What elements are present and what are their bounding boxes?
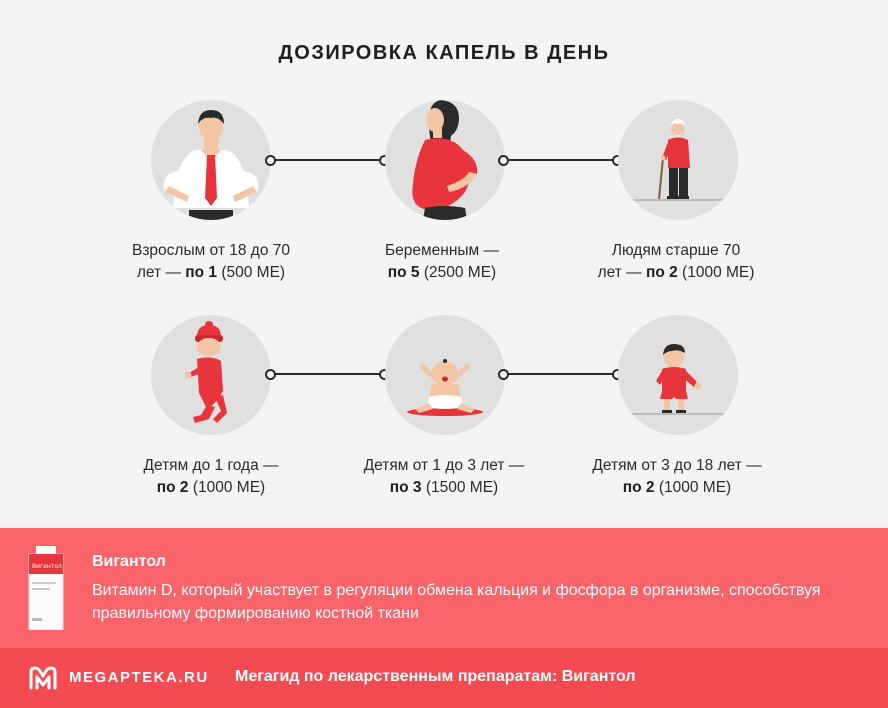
connector-dot: [265, 369, 276, 380]
dose-infant-units: (1000 МЕ): [188, 479, 266, 496]
page-title: ДОЗИРОВКА КАПЕЛЬ В ДЕНЬ: [278, 42, 610, 64]
dose-elderly: Людям старше 70 лет — по 2 (1000 МЕ): [556, 240, 796, 284]
dose-elderly-units: (1000 МЕ): [677, 264, 755, 281]
dose-infant: Детям до 1 года — по 2 (1000 МЕ): [91, 455, 331, 499]
dose-child-units: (1000 МЕ): [654, 479, 732, 496]
dose-toddler-units: (1500 МЕ): [421, 479, 499, 496]
footer-bar: [0, 648, 888, 708]
dose-toddler-amount: по 3: [389, 479, 422, 496]
pregnant-woman-circle: [385, 100, 505, 220]
product-box-label: Вигантол: [32, 563, 62, 570]
dose-child-amount: по 2: [622, 479, 655, 496]
adult-man-icon: [163, 110, 259, 220]
dose-pregnant-units: (2500 МЕ): [419, 264, 497, 281]
elderly-man-circle: [618, 100, 738, 220]
dose-adults-line1: Взрослым от 18 до 70: [131, 242, 291, 259]
child-circle: [618, 315, 738, 435]
dose-elderly-amount: по 2: [645, 264, 678, 281]
dose-elderly-prefix: лет —: [597, 264, 646, 281]
infant-circle: [151, 315, 271, 435]
dose-adults: Взрослым от 18 до 70 лет — по 1 (500 МЕ): [91, 240, 331, 284]
dose-toddler-line1: Детям от 1 до 3 лет —: [363, 457, 525, 474]
dose-pregnant-amount: по 5: [387, 264, 420, 281]
footer-tagline: Мегагид по лекарственным препаратам: Виг…: [235, 668, 636, 685]
dose-pregnant: Беременным — по 5 (2500 МЕ): [322, 240, 562, 284]
child-icon: [618, 344, 738, 415]
dose-child-line1: Детям от 3 до 18 лет —: [592, 457, 762, 474]
dose-pregnant-line1: Беременным —: [384, 242, 500, 259]
dose-elderly-line1: Людям старше 70: [611, 242, 741, 259]
connector-line: [276, 373, 379, 375]
connector-dot: [498, 155, 509, 166]
dose-child: Детям от 3 до 18 лет — по 2 (1000 МЕ): [557, 455, 797, 499]
dose-toddler: Детям от 1 до 3 лет — по 3 (1500 МЕ): [324, 455, 564, 499]
product-description: Витамин D, который участвует в регуляции…: [92, 582, 821, 622]
infant-icon: [184, 321, 227, 423]
adult-man-circle: [151, 100, 271, 220]
product-name: Вигантол: [92, 553, 166, 570]
connector-dot: [498, 369, 509, 380]
dose-adults-amount: по 1: [185, 264, 218, 281]
dose-adults-units: (500 МЕ): [217, 264, 286, 281]
pregnant-woman-icon: [412, 100, 478, 220]
megapteka-logo-icon[interactable]: [28, 665, 58, 691]
toddler-icon: [407, 359, 483, 416]
product-info-panel: [0, 528, 888, 648]
dose-adults-prefix: лет —: [136, 264, 186, 281]
connector-line: [509, 159, 612, 161]
elderly-man-icon: [618, 119, 738, 201]
dose-infant-line1: Детям до 1 года —: [143, 457, 279, 474]
product-box-image: Вигантол: [28, 546, 64, 630]
toddler-circle: [385, 315, 505, 435]
dose-infant-amount: по 2: [156, 479, 189, 496]
connector-line: [509, 373, 612, 375]
connector-line: [276, 159, 379, 161]
connector-dot: [265, 155, 276, 166]
brand-name[interactable]: MEGAPTEKA.RU: [69, 669, 209, 686]
